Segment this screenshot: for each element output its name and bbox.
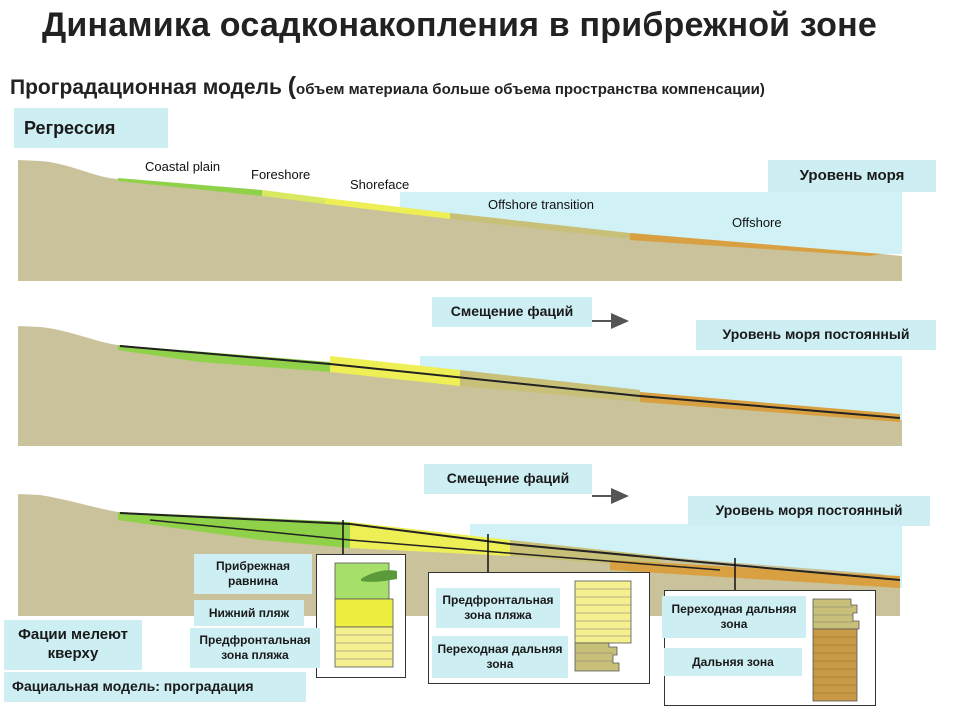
facies-coastal-plain bbox=[118, 178, 262, 196]
foreshore-zone-ru-label-1: Предфронтальная зона пляжа bbox=[190, 628, 320, 668]
panel-1 bbox=[18, 160, 902, 281]
facies-model-label: Фациальная модель: проградация bbox=[4, 672, 306, 702]
facies-shoreface bbox=[325, 198, 450, 219]
foreshore-zone-ru-label-2: Предфронтальная зона пляжа bbox=[436, 588, 560, 628]
sea-level-constant-label-2: Уровень моря постоянный bbox=[688, 496, 930, 526]
facies-label-foreshore: Foreshore bbox=[251, 167, 311, 182]
facies-shift-label-1: Смещение фаций bbox=[432, 297, 592, 327]
facies-offshore bbox=[630, 233, 882, 256]
well-column-3-graphic bbox=[812, 598, 860, 702]
subtitle-main: Проградационная модель bbox=[10, 76, 288, 99]
time-line bbox=[119, 512, 901, 581]
subtitle-note: объем материала больше объема пространст… bbox=[296, 81, 765, 98]
sea-level-constant-label-1: Уровень моря постоянный bbox=[696, 320, 936, 350]
time-line bbox=[149, 519, 721, 571]
facies-label-shoreface: Shoreface bbox=[350, 177, 410, 192]
facies-label-coastal-plain: Coastal plain bbox=[145, 159, 221, 174]
facies-yellow-band bbox=[350, 522, 510, 556]
transition-ru-label-1: Переходная дальняя зона bbox=[432, 636, 568, 678]
shallowing-upward-label: Фации мелеют кверху bbox=[4, 620, 142, 670]
sea-level-label: Уровень моря bbox=[768, 160, 936, 192]
offshore-ru-label: Дальняя зона bbox=[664, 648, 802, 676]
well-column-2-graphic bbox=[574, 580, 632, 672]
facies-foreshore bbox=[262, 190, 325, 204]
well-column-1-graphic bbox=[334, 562, 397, 668]
subtitle: Проградационная модель (объем материала … bbox=[10, 72, 765, 101]
well-column-1 bbox=[316, 554, 406, 678]
page-title: Динамика осадконакопления в прибрежной з… bbox=[42, 6, 877, 44]
facies-label-offshore: Offshore bbox=[732, 215, 782, 230]
coastal-plain-ru-label: Прибрежная равнина bbox=[194, 554, 312, 594]
facies-label-offshore-transition: Offshore transition bbox=[488, 197, 594, 212]
time-line bbox=[119, 345, 901, 419]
facies-offshore-transition bbox=[450, 213, 630, 239]
subtitle-paren: ( bbox=[287, 72, 297, 100]
lower-beach-label: Нижний пляж bbox=[194, 600, 304, 626]
facies-shift-label-2: Смещение фаций bbox=[424, 464, 592, 494]
panel-2 bbox=[18, 326, 902, 446]
regression-label: Регрессия bbox=[14, 108, 168, 148]
transition-ru-label-2: Переходная дальняя зона bbox=[662, 596, 806, 638]
facies-green-band bbox=[118, 345, 330, 372]
